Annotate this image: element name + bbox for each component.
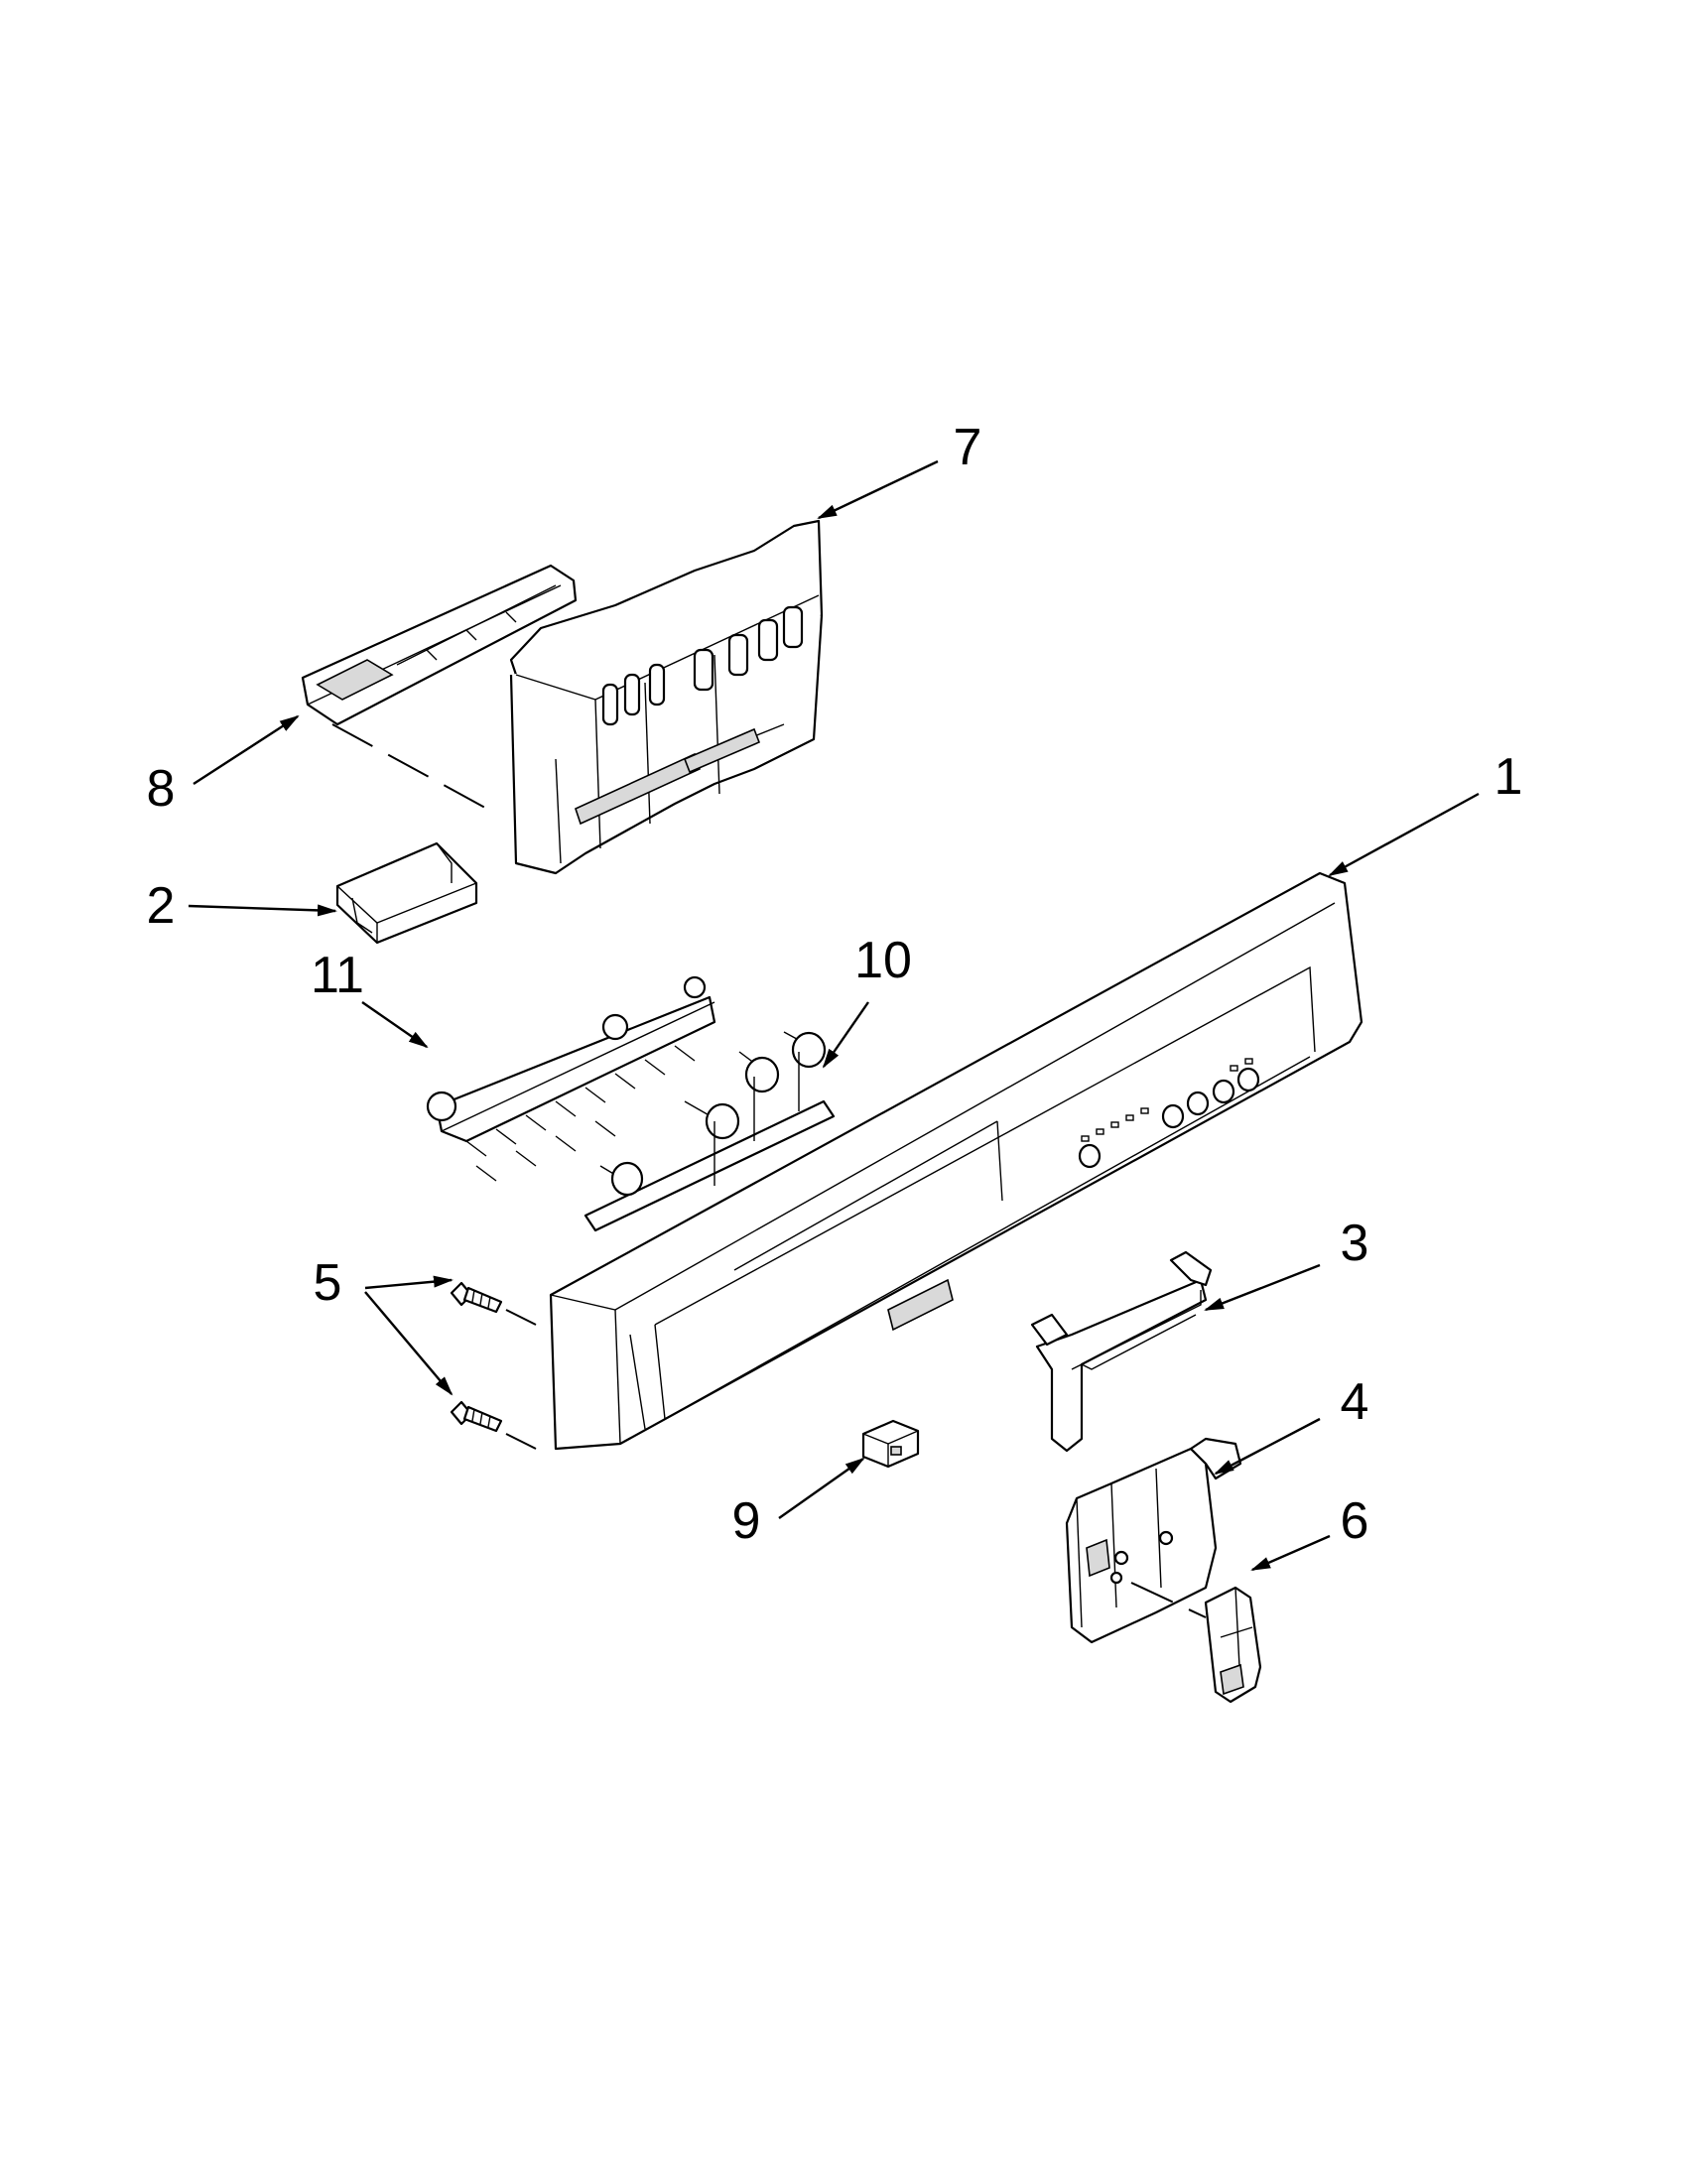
callout-2: 2 [147,877,176,935]
part-11-button-rail [426,975,716,1182]
part-9-switch [861,1419,920,1469]
part-8-bracket [301,564,578,726]
leader-8 [193,714,300,786]
callout-9: 9 [732,1492,761,1550]
leader-10 [822,1001,869,1069]
leader-arrows [188,459,1480,1572]
screw-upper [450,1281,503,1314]
leader-11 [361,1001,429,1049]
leader-6 [1250,1534,1331,1572]
leader-5a [364,1275,454,1290]
callout-3: 3 [1341,1215,1369,1272]
screw-lower [450,1400,503,1433]
part-7-control-board [509,519,824,875]
callout-4: 4 [1341,1373,1369,1431]
leader-2 [188,904,337,917]
leader-4 [1214,1417,1321,1476]
leader-7 [817,459,939,520]
connector-row [601,605,804,726]
callout-5: 5 [314,1254,342,1312]
rail-pins [465,1045,696,1182]
leader-1 [1328,792,1480,877]
part-10-push-buttons [584,1031,836,1232]
control-buttons [1078,1067,1260,1169]
part-3-handle [1030,1250,1213,1453]
callout-7: 7 [954,419,982,476]
part-5-screws [450,1281,503,1433]
alignment-lines [331,723,1207,1618]
callout-11: 11 [311,947,364,1004]
callout-labels: 1 2 3 4 5 6 7 8 9 10 11 [147,419,1523,1550]
leader-3 [1204,1263,1321,1312]
callout-6: 6 [1341,1492,1369,1550]
part-1-console-panel [549,871,1363,1451]
part-2-small-bracket [335,841,478,945]
leader-5b [364,1291,454,1396]
part-6-switch-holder [1204,1586,1262,1704]
indicator-lights [1081,1058,1253,1142]
leader-9 [778,1457,865,1519]
callout-8: 8 [147,760,176,818]
callout-10: 10 [854,932,912,989]
callout-1: 1 [1494,748,1523,806]
